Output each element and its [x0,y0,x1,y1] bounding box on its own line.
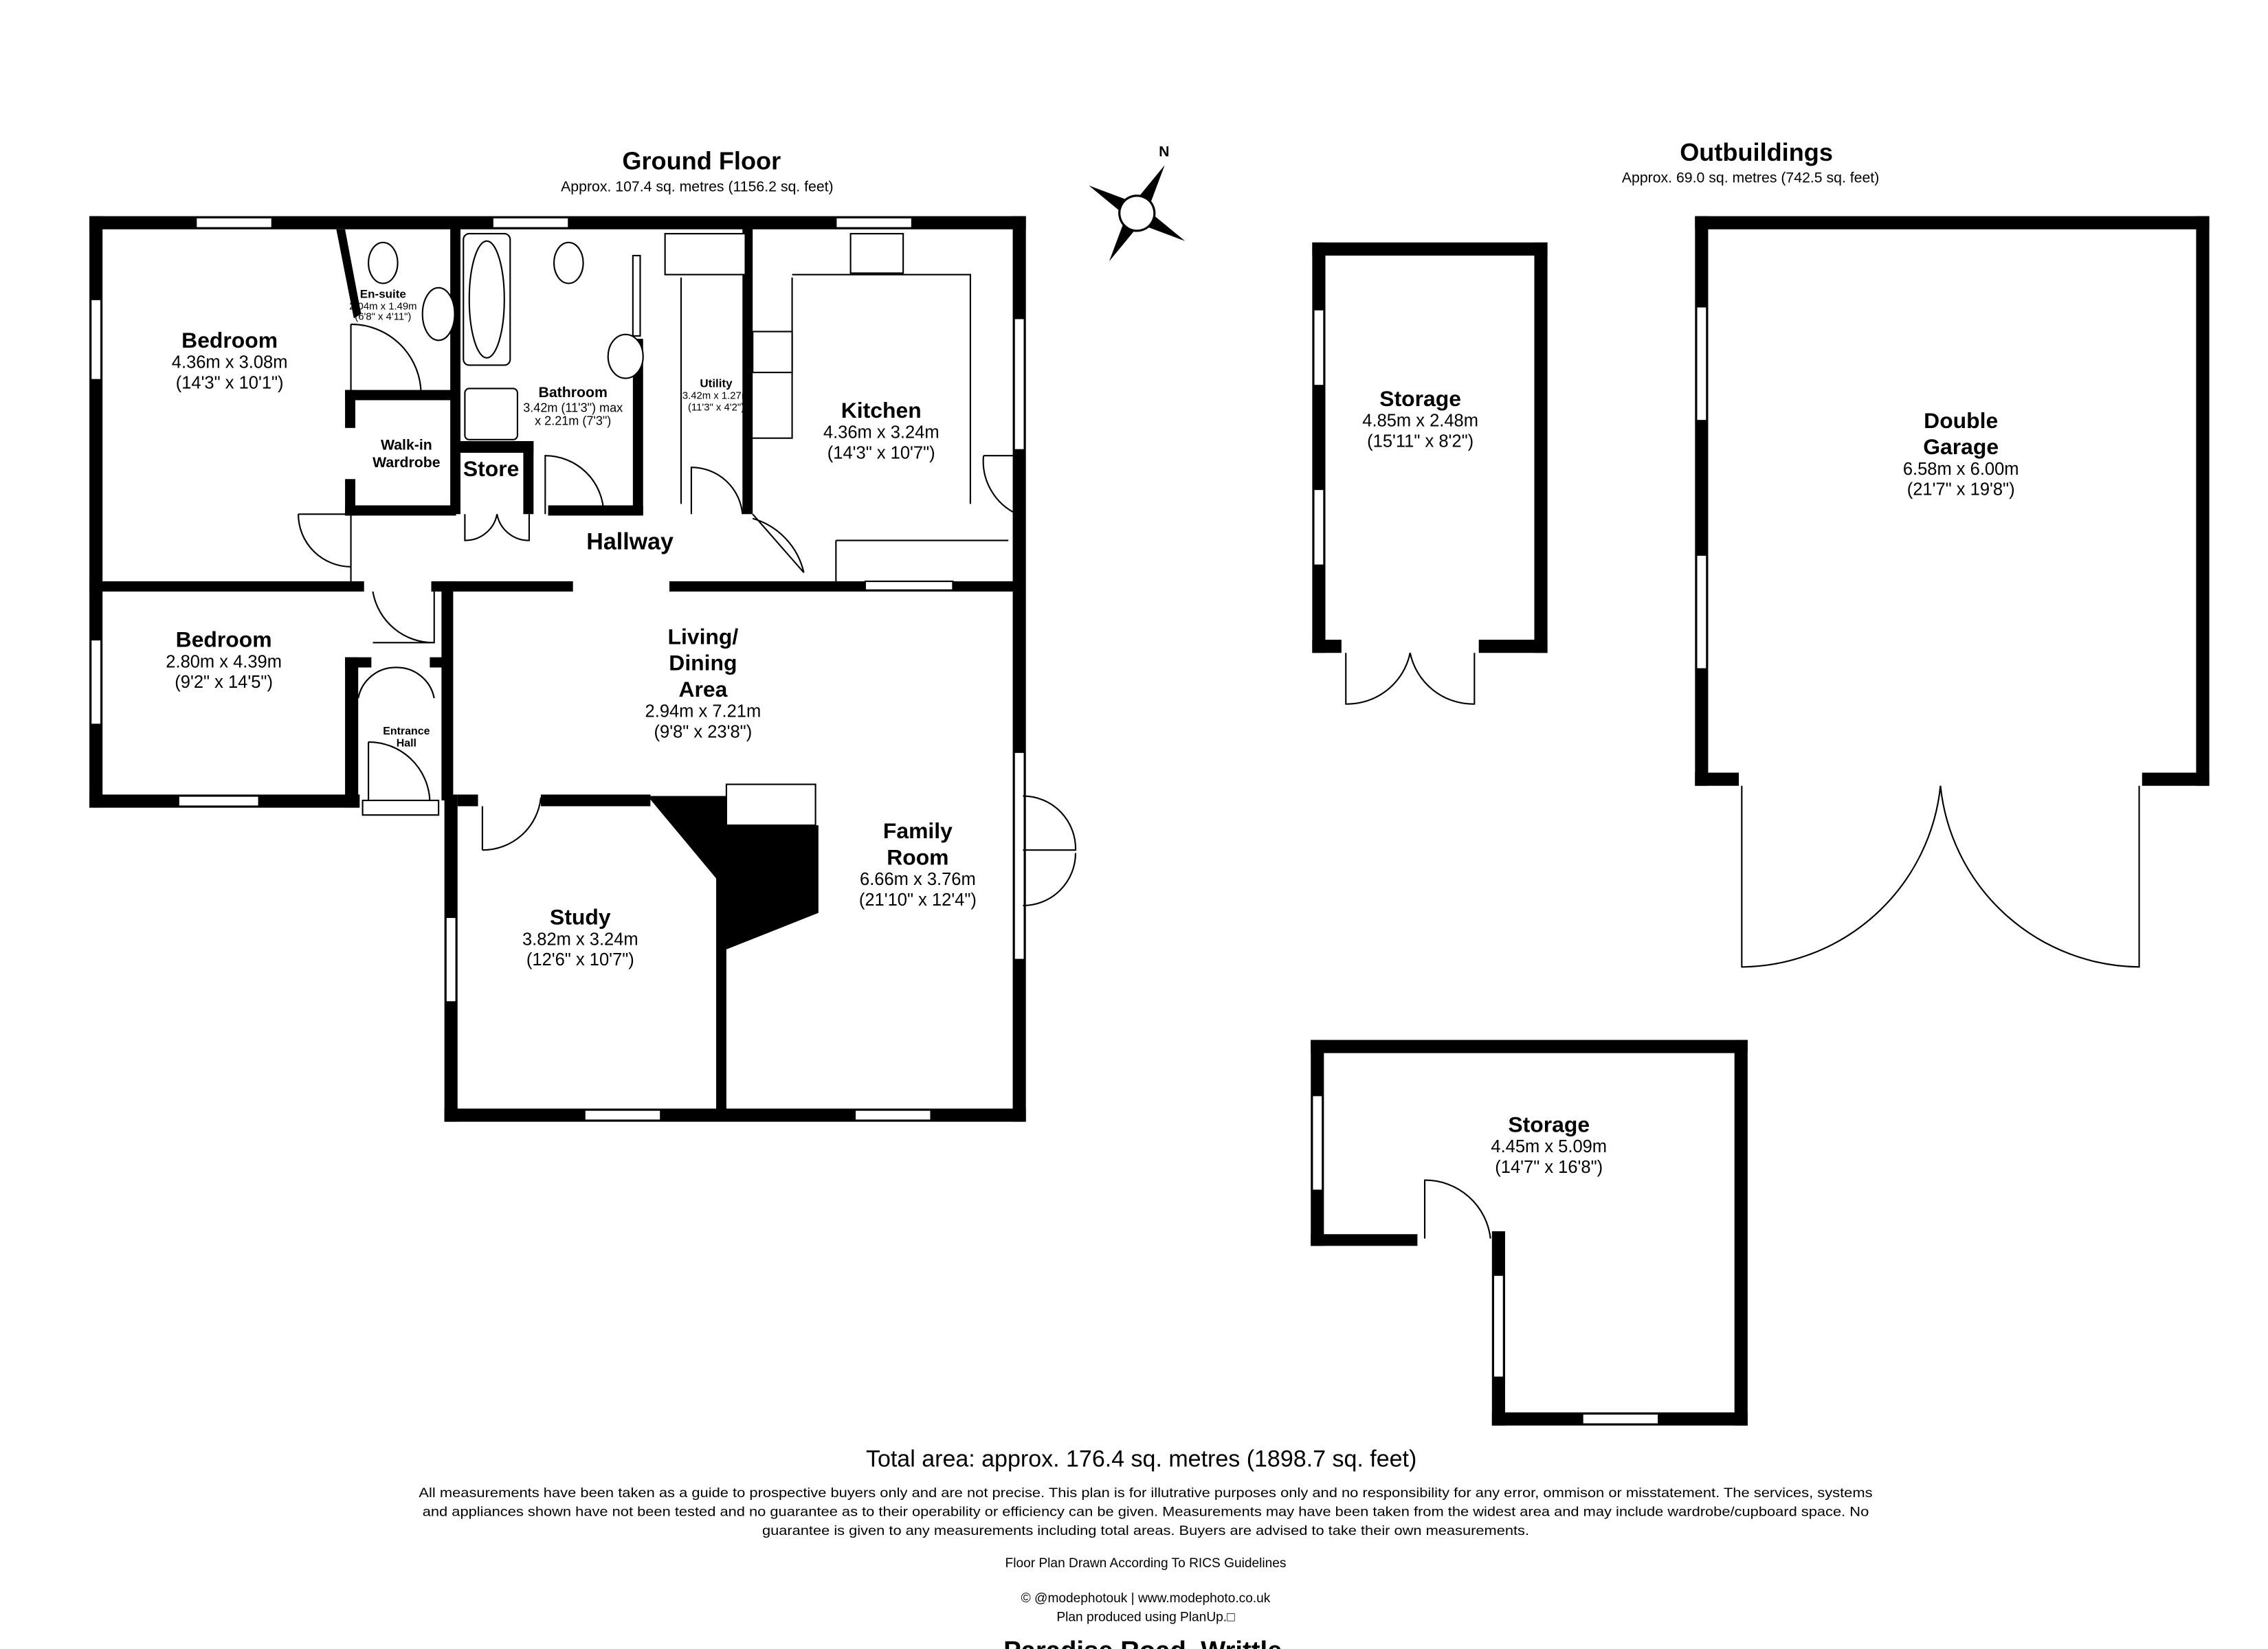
room-name-double-garage: Double [1924,408,1998,433]
ground-floor-area: Approx. 107.4 sq. metres (1156.2 sq. fee… [561,178,834,194]
room-dims-imperial-bedroom-2: (9'2" x 14'5") [175,673,273,692]
room-dims-imperial-storage-2: (14'7" x 16'8") [1495,1158,1603,1177]
room-dims-utility: 3.42m x 1.27m [682,390,750,401]
room-name-ensuite: En-suite [360,288,406,301]
disclaimer-line-2: and appliances shown have not been teste… [423,1505,1869,1520]
room-dims-bathroom-2: x 2.21m (7'3") [535,414,611,428]
room-name-bathroom: Bathroom [539,384,608,401]
room-dims-bedroom-2: 2.80m x 4.39m [166,652,282,671]
room-dims-ensuite: 2.04m x 1.49m [349,302,416,313]
room-dims-storage-1: 4.85m x 2.48m [1362,412,1478,431]
ground-floor-title: Ground Floor [622,147,781,175]
room-name-living-dining: Living/ [668,624,739,649]
room-dims-imperial-kitchen: (14'3" x 10'7") [827,443,935,462]
property-address: Paradise Road, Writtle [1003,1636,1282,1649]
outbuildings-area: Approx. 69.0 sq. metres (742.5 sq. feet) [1622,170,1879,186]
room-name-double-garage-2: Garage [1923,434,1999,459]
room-dims-imperial-storage-1: (15'11" x 8'2") [1367,431,1474,451]
room-name-hallway: Hallway [586,528,674,554]
room-name-family-room: Family [883,818,953,843]
room-name-walk-in-wardrobe-2: Wardrobe [373,454,441,471]
room-name-entrance-hall: Entrance [383,726,430,737]
room-name-living-dining-3: Area [678,677,727,702]
room-name-walk-in-wardrobe: Walk-in [381,437,432,453]
room-name-family-room-2: Room [887,844,948,869]
room-dims-bathroom: 3.42m (11'3") max [523,401,623,414]
total-area: Total area: approx. 176.4 sq. metres (18… [866,1446,1416,1472]
room-dims-bedroom-1: 4.36m x 3.08m [172,353,288,372]
produced-by: Plan produced using PlanUp.□ [1056,1611,1235,1625]
room-dims-imperial-bedroom-1: (14'3" x 10'1") [176,373,284,392]
room-name-store: Store [463,456,519,481]
rics-note: Floor Plan Drawn According To RICS Guide… [1005,1556,1287,1571]
room-name-bedroom-2: Bedroom [176,627,272,652]
fixtures [368,233,1009,582]
room-dims-imperial-ensuite: (6'8" x 4'11") [355,312,411,323]
room-name-storage-1: Storage [1379,386,1461,411]
disclaimer-line-1: All measurements have been taken as a gu… [419,1486,1872,1501]
room-name-bedroom-1: Bedroom [181,328,278,352]
outbuildings-title: Outbuildings [1680,138,1833,166]
windows [90,216,1025,1121]
room-dims-kitchen: 4.36m x 3.24m [823,423,940,442]
room-dims-storage-2: 4.45m x 5.09m [1491,1137,1607,1156]
compass-north-icon [1089,165,1186,262]
compass-north-label: N [1159,143,1169,159]
room-name-utility: Utility [700,377,733,390]
room-dims-study: 3.82m x 3.24m [522,930,638,949]
room-name-living-dining-2: Dining [669,651,737,675]
doors [297,323,1077,907]
room-dims-imperial-family-room: (21'10" x 12'4") [859,890,977,910]
room-dims-double-garage: 6.58m x 6.00m [1903,460,2019,479]
disclaimer-line-3: guarantee is given to any measurements i… [762,1524,1529,1538]
credit-line: © @modephotouk | www.modephoto.co.uk [1021,1591,1271,1606]
room-name-kitchen: Kitchen [841,398,922,423]
room-name-study: Study [550,905,611,930]
room-dims-imperial-double-garage: (21'7" x 19'8") [1907,480,2015,500]
room-dims-imperial-study: (12'6" x 10'7") [526,950,634,969]
room-dims-imperial-living-dining: (9'8" x 23'8") [654,723,753,742]
room-dims-family-room: 6.66m x 3.76m [860,870,976,889]
room-name-storage-2: Storage [1508,1112,1590,1136]
room-dims-living-dining: 2.94m x 7.21m [645,702,761,721]
room-name-entrance-hall-2: Hall [397,737,416,749]
outbuilding-walls [1311,216,2210,1426]
room-dims-imperial-utility: (11'3" x 4'2") [688,402,744,413]
